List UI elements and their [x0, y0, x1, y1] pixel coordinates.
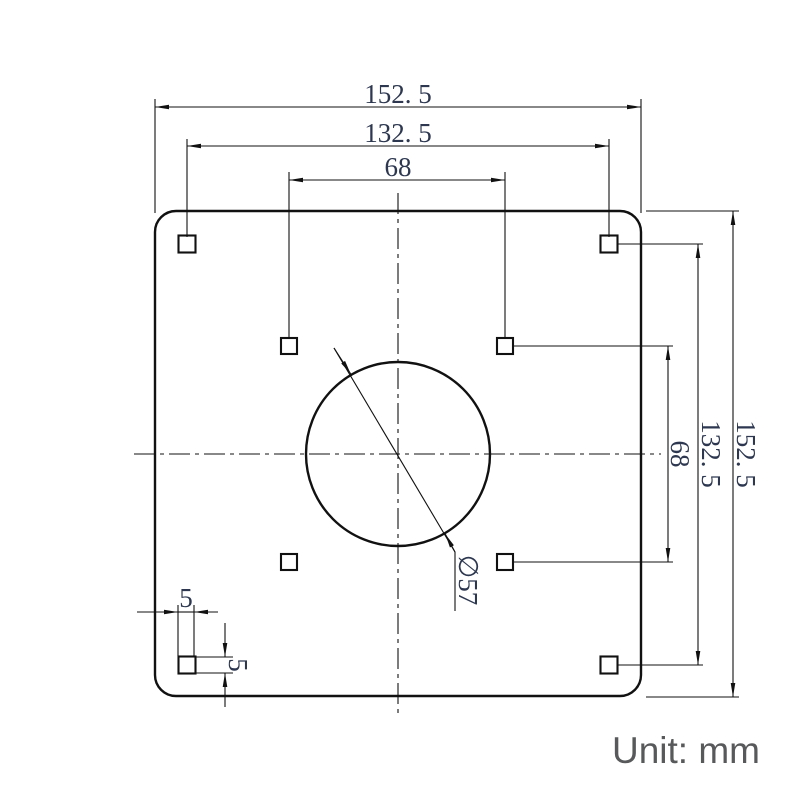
dim-label-corner-hole-height: 5 — [223, 658, 253, 672]
corner-hole-bottom-left — [177, 655, 197, 675]
dim-label-top-bolt-spacing: 132. 5 — [364, 118, 432, 148]
dim-label-right-inner-spacing: 68 — [665, 441, 695, 468]
corner-hole-top-left — [177, 234, 197, 254]
unit-note: Unit: mm — [612, 730, 760, 771]
corner-hole-top-right — [599, 234, 619, 254]
dim-label-right-overall: 152. 5 — [731, 420, 761, 488]
dim-label-top-overall: 152. 5 — [364, 79, 432, 109]
extension-lines — [154, 99, 739, 698]
inner-hole-bottom-right — [495, 552, 515, 572]
inner-hole-top-right — [495, 336, 515, 356]
diameter-leader — [333, 347, 456, 611]
dim-lines-corner-hole — [137, 609, 228, 707]
dim-label-corner-hole-width: 5 — [179, 583, 193, 613]
dim-label-circle-diameter: ∅57 — [453, 555, 483, 606]
corner-hole-bottom-right — [599, 655, 619, 675]
inner-hole-top-left — [279, 336, 299, 356]
inner-hole-bottom-left — [279, 552, 299, 572]
dim-label-top-inner-spacing: 68 — [385, 152, 412, 182]
dim-label-right-bolt-spacing: 132. 5 — [696, 420, 726, 488]
